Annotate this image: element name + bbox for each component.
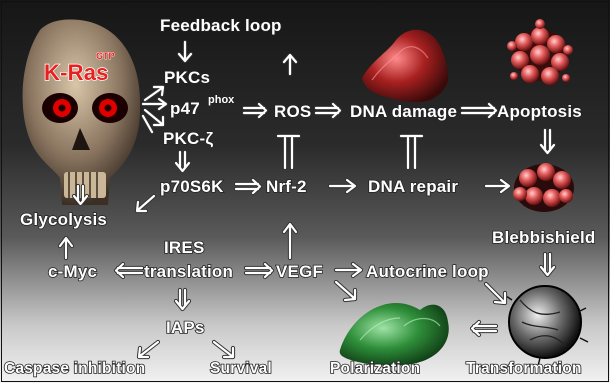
apoptosis-label: Apoptosis: [497, 102, 582, 122]
phox-label: phox: [208, 94, 234, 106]
arrow-blebbishield-to-transformation: [541, 254, 554, 275]
arrow-cmyc-to-glycolysis: [60, 238, 72, 258]
arrow-translation-to-vegf: [246, 264, 272, 277]
pkcs-label: PKCs: [164, 68, 210, 88]
arrow-pkczeta-to-p70s6k: [176, 152, 189, 171]
polarization-label: Polarization: [330, 360, 420, 378]
caspase-inhibition-label: Caspase inhibition: [4, 360, 145, 378]
cmyc-label: c-Myc: [48, 262, 97, 282]
arrow-autocrine-to-transformation: [486, 284, 505, 303]
glycolysis-label: Glycolysis: [20, 210, 107, 230]
arrow-iaps-to-caspase: [139, 342, 158, 357]
arrow-translation-to-cmyc: [116, 264, 142, 277]
feedback-loop-label: Feedback loop: [160, 16, 282, 36]
translation-label: translation: [144, 262, 233, 282]
arrow-p70s6k-to-nrf2: [236, 180, 260, 193]
survival-label: Survival: [210, 360, 272, 378]
arrow-transformation-to-polarization: [472, 322, 496, 335]
arrow-vegf-to-nrf2: [284, 224, 296, 258]
p47-label: p47: [170, 99, 200, 119]
inhibit-dnarepair-dnadamage: [401, 136, 422, 168]
arrow-nrf2-to-dna-repair: [330, 180, 355, 192]
transformation-label: Transformation: [466, 360, 582, 378]
ros-label: ROS: [274, 102, 311, 122]
arrow-p70s6k-to-glycolysis: [137, 196, 154, 211]
arrow-vegf-to-polarization: [336, 282, 355, 300]
arrow-iaps-to-survival: [214, 342, 233, 357]
p70s6k-label: p70S6K: [160, 177, 224, 197]
dna-damage-label: DNA damage: [350, 102, 457, 122]
arrow-ros-to-feedback: [284, 55, 296, 74]
arrow-translation-to-iaps: [176, 290, 189, 309]
arrow-vegf-to-autocrine: [336, 264, 361, 276]
vegf-label: VEGF: [276, 262, 323, 282]
nrf2-label: Nrf-2: [266, 177, 307, 197]
dna-repair-label: DNA repair: [368, 177, 458, 197]
ires-label: IRES: [164, 238, 204, 258]
arrow-feedback-to-pkcs: [179, 42, 191, 61]
iaps-label: IAPs: [166, 318, 205, 338]
blebbishield-label: Blebbishield: [492, 228, 595, 248]
pkc-zeta-label: PKC-ζ: [163, 129, 213, 149]
arrow-dna-repair-to-blebbishield: [486, 180, 509, 192]
arrow-kras-to-glycolysis: [74, 186, 87, 204]
inhibit-nrf2-ros: [278, 136, 299, 168]
gtp-label: GTP: [96, 51, 115, 61]
arrow-dna-damage-to-apoptosis: [462, 104, 496, 117]
kras-label: K-Ras: [44, 60, 109, 86]
autocrine-loop-label: Autocrine loop: [366, 262, 489, 282]
arrow-ros-to-dna-damage: [316, 104, 340, 117]
arrow-apoptosis-to-blebbishield: [541, 130, 554, 153]
arrow-kras-to-pkczeta-2: [143, 116, 152, 132]
arrow-p47-to-ros: [244, 104, 266, 117]
